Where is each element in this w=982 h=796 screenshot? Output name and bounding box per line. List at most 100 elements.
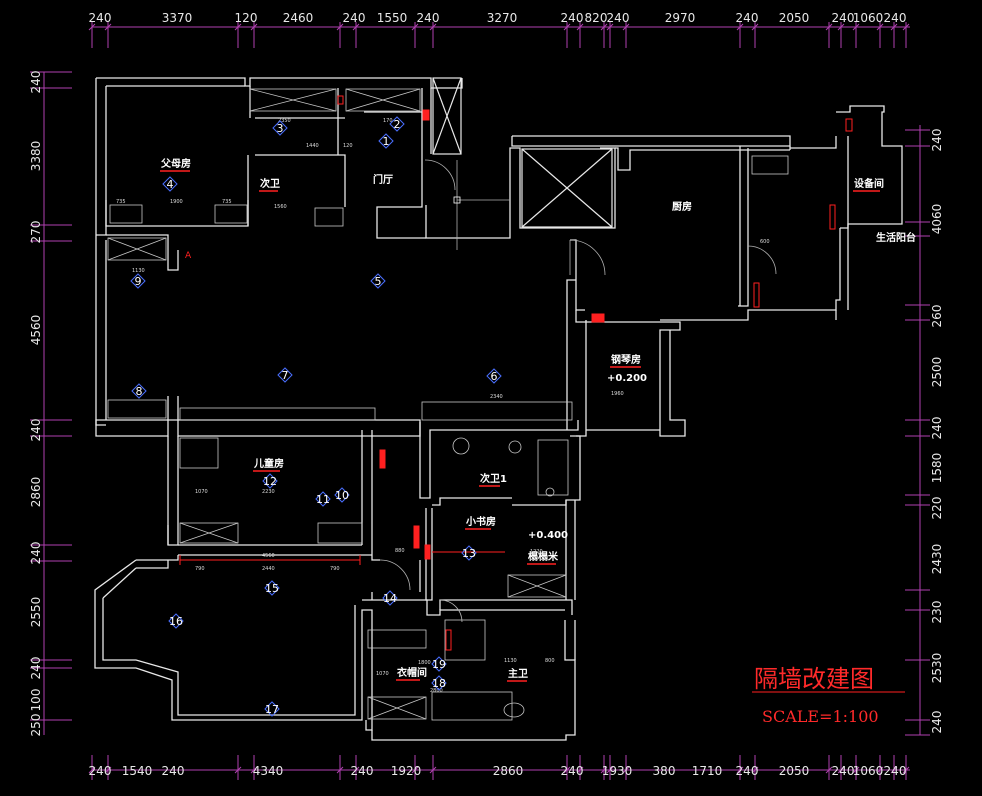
dim-top-1: 3370	[162, 11, 193, 25]
dim-left-1: 3380	[29, 141, 43, 172]
dim-right-9: 2530	[930, 653, 944, 684]
dim-790a: 790	[195, 566, 205, 572]
marker-diamond-8	[131, 383, 147, 399]
label-tatami: 榻榻米	[528, 550, 559, 563]
dim-left-8: 240	[29, 657, 43, 680]
dim-bottom-11: 240	[736, 764, 759, 778]
dim-800: 800	[545, 658, 555, 664]
dim-right-3: 2500	[930, 357, 944, 388]
label-equipment: 设备间	[854, 177, 884, 190]
marker-diamond-13	[461, 545, 477, 561]
marker-diamond-3	[272, 120, 288, 136]
marker-diamond-18	[431, 675, 447, 691]
marker-diamond-12	[262, 473, 278, 489]
dim-1800: 1800	[418, 660, 431, 666]
dim-2340: 2340	[490, 394, 503, 400]
dim-right-2: 260	[930, 305, 944, 328]
marker-number-12: 12	[263, 475, 277, 488]
dim-170: 170	[383, 118, 393, 124]
dim-right-1: 4060	[930, 204, 944, 235]
dim-600: 600	[760, 239, 770, 245]
elevation-piano: +0.200	[607, 373, 647, 384]
marker-number-10: 10	[335, 489, 349, 502]
title-block: 隔墙改建图 SCALE=1:100	[754, 665, 879, 726]
dim-2230: 2230	[262, 489, 275, 495]
dim-1070b: 1070	[376, 671, 389, 677]
label-foyer: 门厅	[373, 173, 393, 186]
dim-right-7: 2430	[930, 544, 944, 575]
marker-number-14: 14	[383, 592, 397, 605]
marker-number-19: 19	[432, 658, 446, 671]
dim-right-8: 230	[930, 601, 944, 624]
marker-diamond-10	[334, 487, 350, 503]
dim-bottom-12: 2050	[779, 764, 810, 778]
marker-number-6: 6	[491, 370, 498, 383]
dim-right-6: 220	[930, 497, 944, 520]
marker-diamond-17	[264, 701, 280, 717]
dim-1440: 1440	[306, 143, 319, 149]
marker-number-8: 8	[136, 385, 143, 398]
dim-735b: 735	[222, 199, 232, 205]
dim-top-2: 120	[235, 11, 258, 25]
dim-top-6: 240	[417, 11, 440, 25]
dim-top-11: 2970	[665, 11, 696, 25]
label-piano: 钢琴房	[611, 353, 641, 366]
dim-right-10: 240	[930, 711, 944, 734]
marker-diamond-1	[378, 133, 394, 149]
dim-1560: 1560	[274, 204, 287, 210]
doors	[379, 159, 777, 623]
marker-number-3: 3	[277, 122, 284, 135]
drawing-scale: SCALE=1:100	[762, 707, 879, 726]
dim-bottom-6: 2860	[493, 764, 524, 778]
marker-number-18: 18	[432, 677, 446, 690]
dim-top-14: 240	[832, 11, 855, 25]
dim-top-0: 240	[89, 11, 112, 25]
dim-left-6: 240	[29, 542, 43, 565]
dim-left-9: 100	[29, 689, 43, 712]
dim-790b: 790	[330, 566, 340, 572]
dim-1220: 1220	[530, 549, 543, 555]
dim-top-15: 1060	[853, 11, 884, 25]
dim-top-16: 240	[884, 11, 907, 25]
marker-number-7: 7	[282, 369, 289, 382]
room-labels: 父母房 次卫 门厅 厨房 设备间 生活阳台 钢琴房 儿童房 次卫1 小书房 榻榻…	[160, 157, 916, 680]
mark-a: A	[185, 251, 192, 261]
dim-4560: 4560	[262, 553, 275, 559]
dim-bottom-13: 240	[832, 764, 855, 778]
dim-top-10: 240	[607, 11, 630, 25]
dim-2440: 2440	[262, 566, 275, 572]
dim-2350: 2350	[278, 118, 291, 124]
dim-bottom-4: 240	[351, 764, 374, 778]
marker-number-17: 17	[265, 703, 279, 716]
dim-bottom-3: 4340	[253, 764, 284, 778]
dim-top-12: 240	[736, 11, 759, 25]
dim-1960: 1960	[611, 391, 624, 397]
dim-880: 880	[395, 548, 405, 554]
label-kids-room: 儿童房	[253, 457, 284, 470]
marker-number-2: 2	[394, 118, 401, 131]
label-kitchen: 厨房	[672, 200, 692, 213]
label-bath-a: 次卫	[260, 177, 280, 190]
marker-diamond-11	[315, 491, 331, 507]
marker-diamond-6	[486, 368, 502, 384]
dim-left-5: 2860	[29, 477, 43, 508]
marker-diamond-2	[389, 116, 405, 132]
label-parents-room: 父母房	[160, 157, 191, 170]
dim-1130b: 1130	[504, 658, 517, 664]
marker-diamond-16	[168, 613, 184, 629]
label-balcony: 生活阳台	[876, 231, 916, 244]
label-master-bath: 主卫	[508, 667, 528, 680]
dim-120: 120	[343, 143, 353, 149]
label-bath-b: 次卫1	[480, 472, 507, 485]
dim-left-0: 240	[29, 71, 43, 94]
marker-diamond-5	[370, 273, 386, 289]
small-dims: 2350 170 1440 120 1900 735 735 1560 1130…	[116, 118, 770, 694]
label-study: 小书房	[465, 515, 496, 528]
dim-2800: 2800	[430, 688, 443, 694]
dim-left-4: 240	[29, 419, 43, 442]
dim-bottom-5: 1920	[391, 764, 422, 778]
